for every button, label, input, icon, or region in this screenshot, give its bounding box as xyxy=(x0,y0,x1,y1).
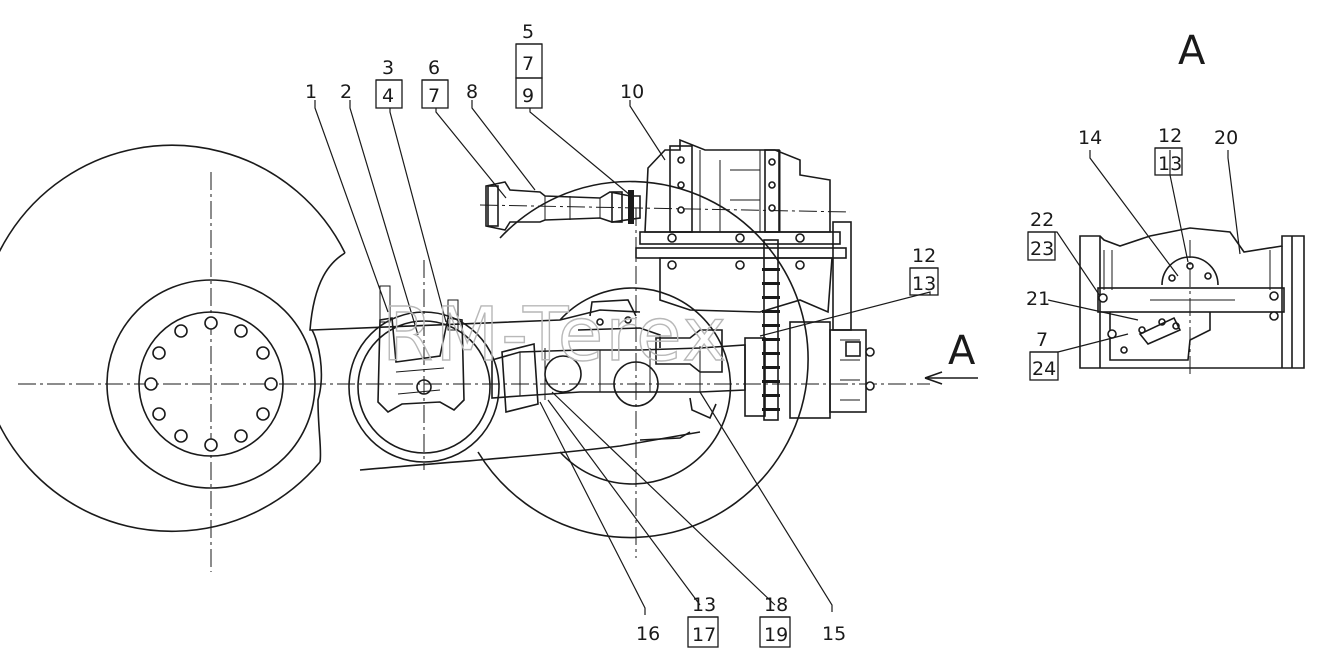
lower-shaft-joint xyxy=(544,355,582,393)
callout-13a: 13 xyxy=(912,273,936,295)
callout-17: 17 xyxy=(692,624,716,646)
callout-1: 1 xyxy=(305,81,317,103)
callout-20: 20 xyxy=(1214,127,1238,149)
callout-4: 4 xyxy=(382,85,394,107)
detail-cylinder xyxy=(1138,316,1182,345)
callout-12b: 12 xyxy=(1158,125,1182,147)
callout-2: 2 xyxy=(340,81,352,103)
callout-19: 19 xyxy=(764,624,788,646)
upper-cardan-shaft xyxy=(485,181,641,231)
leader-lines xyxy=(314,100,931,615)
callout-15: 15 xyxy=(822,623,846,645)
drive-sprocket-outer xyxy=(348,311,500,463)
upper-shaft-centerline xyxy=(479,204,851,213)
left-wheel-hub xyxy=(138,311,284,457)
mounting-plate-bottom xyxy=(635,247,847,259)
callout-7b: 7 xyxy=(522,53,534,75)
main-view: A xyxy=(0,21,978,648)
bracket xyxy=(577,299,661,348)
frame-upper-edge xyxy=(311,309,641,331)
callout-22: 22 xyxy=(1030,209,1054,231)
callout-8: 8 xyxy=(466,81,478,103)
detail-view-a: A 14 12 1 xyxy=(1026,28,1305,381)
callout-3: 3 xyxy=(382,57,394,79)
callout-21: 21 xyxy=(1026,288,1050,310)
callout-14: 14 xyxy=(1078,127,1102,149)
callout-13b: 13 xyxy=(1158,153,1182,175)
callout-6: 6 xyxy=(428,57,440,79)
callout-9: 9 xyxy=(522,85,534,107)
frame-lower-edge xyxy=(359,431,701,471)
right-wheel-outline xyxy=(477,180,809,539)
side-plate xyxy=(832,221,852,331)
callout-12a: 12 xyxy=(912,245,936,267)
gearbox-housing xyxy=(644,138,831,233)
callout-13c: 13 xyxy=(692,594,716,616)
callout-boxes xyxy=(375,43,939,648)
motor-endcap xyxy=(829,329,867,413)
view-direction-label: A xyxy=(948,328,976,374)
left-wheel-outline xyxy=(0,144,346,533)
detail-frame-outline xyxy=(1079,227,1305,369)
left-wheel-cutout xyxy=(309,252,346,463)
right-wheel-rim-arc xyxy=(559,287,732,485)
lower-shaft-spline xyxy=(655,329,723,373)
callout-5: 5 xyxy=(522,21,534,43)
flange-column xyxy=(763,239,779,421)
callout-24: 24 xyxy=(1032,358,1056,380)
mounting-plate-top xyxy=(639,231,841,245)
callout-16: 16 xyxy=(636,623,660,645)
drive-yoke xyxy=(377,317,465,413)
motor-flange-left xyxy=(744,337,766,417)
callout-10: 10 xyxy=(620,81,644,103)
callout-18: 18 xyxy=(764,594,788,616)
left-wheel-rim xyxy=(106,279,316,489)
flange-column-bolts xyxy=(762,268,780,411)
housing-lower-block xyxy=(659,257,833,314)
hub-bolt-circle xyxy=(144,316,278,452)
callout-7c: 7 xyxy=(1036,329,1048,351)
lower-shaft-yoke xyxy=(501,342,539,414)
right-wheel-center xyxy=(613,361,659,407)
motor-body xyxy=(789,321,831,419)
callout-23: 23 xyxy=(1030,238,1054,260)
watermark: RM-Terex xyxy=(382,292,728,378)
drive-sprocket-pin xyxy=(416,379,432,395)
callout-7a: 7 xyxy=(428,85,440,107)
drive-sprocket-inner xyxy=(357,320,491,454)
view-a-title: A xyxy=(1178,28,1206,74)
detail-crossbar xyxy=(1097,287,1285,313)
